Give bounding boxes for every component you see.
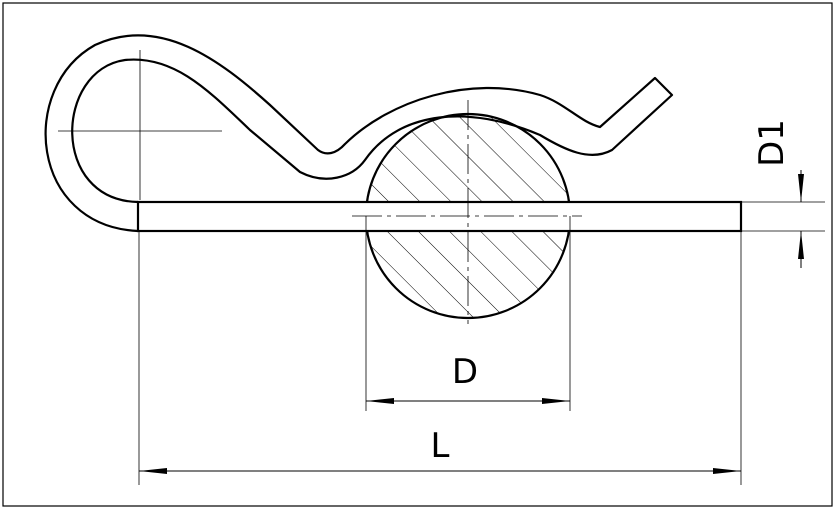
- clip-straight-leg: [136, 200, 743, 233]
- dimension-l: L: [139, 426, 741, 474]
- dimension-d1-label: D1: [752, 119, 792, 167]
- dimension-d-label: D: [452, 352, 478, 392]
- dimension-d: D: [366, 352, 570, 404]
- clip-bent-wire: [44, 34, 674, 233]
- dimension-d1: D1: [752, 119, 804, 268]
- extension-lines: [138, 201, 825, 485]
- dimension-l-label: L: [431, 426, 450, 466]
- center-lines: [58, 50, 582, 324]
